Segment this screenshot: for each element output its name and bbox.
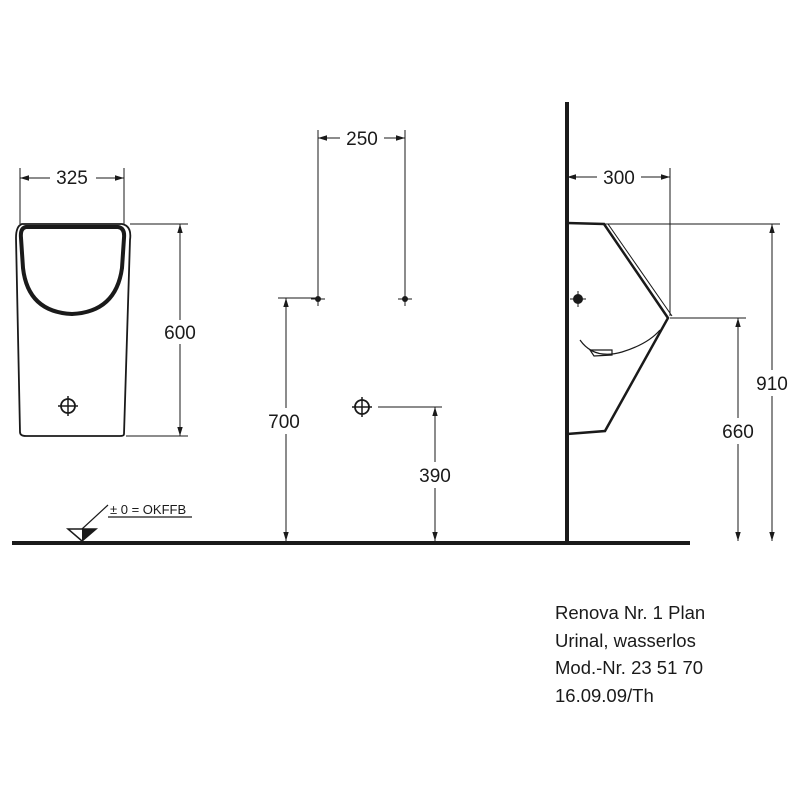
drain-height-label: 390 [419, 466, 451, 487]
spacing-label: 250 [346, 129, 378, 150]
fixture-height-label: 700 [268, 412, 300, 433]
floor-reference-label: ± 0 = OKFFB [110, 502, 186, 517]
front-drain-marker [58, 396, 78, 416]
product-name: Renova Nr. 1 Plan [555, 602, 706, 623]
front-width-label: 325 [56, 168, 88, 189]
urinal-front-bowl [18, 225, 127, 317]
side-total-height-label: 910 [756, 374, 788, 395]
side-lip-height-label: 660 [722, 422, 754, 443]
urinal-side-bowl [579, 329, 661, 355]
urinal-front-body [15, 223, 132, 437]
wall-drain-marker [352, 397, 372, 417]
urinal-side-profile [566, 221, 670, 436]
front-view [15, 168, 188, 437]
model-number: Mod.-Nr. 23 51 70 [555, 657, 704, 678]
front-height-label: 600 [164, 323, 196, 344]
supply-marker-right [398, 292, 412, 306]
title-block: Renova Nr. 1 Plan Urinal, wasserlos Mod.… [555, 599, 795, 709]
side-supply-marker [570, 291, 586, 307]
supply-marker-left [311, 292, 325, 306]
side-view [565, 102, 780, 543]
side-depth-label: 300 [603, 168, 635, 189]
floor-reference-symbol [65, 504, 192, 542]
product-description: Urinal, wasserlos [555, 629, 696, 651]
drawing-date: 16.09.09/Th [555, 684, 654, 706]
